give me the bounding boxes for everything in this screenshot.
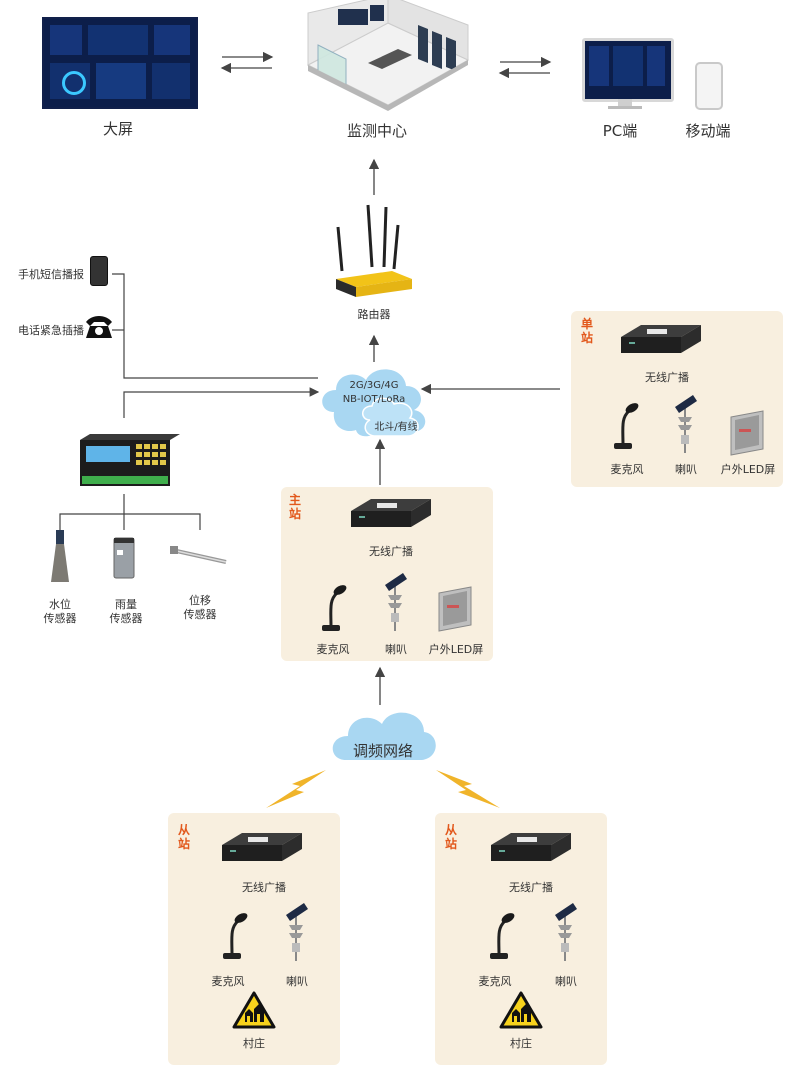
main-mic-label: 麦克风 xyxy=(316,643,350,656)
rtu-device-image xyxy=(80,434,180,486)
router-image xyxy=(336,204,412,297)
main-speaker-label: 喇叭 xyxy=(385,643,407,656)
main-station-tag-1: 主 xyxy=(289,493,302,507)
router-label: 路由器 xyxy=(357,308,391,321)
slave-right-speaker-image xyxy=(554,902,578,962)
monitor-center-image xyxy=(306,0,470,111)
slave-right-tag-1: 从 xyxy=(445,823,458,837)
slave-right-broadcast-label: 无线广播 xyxy=(509,881,553,894)
single-station-panel: 单 站 无线广播 麦克风 喇叭 户外LED屏 xyxy=(571,311,783,487)
slave-station-left-panel: 从 站 无线广播 麦克风 喇叭 村庄 xyxy=(168,813,340,1065)
slave-left-village-label: 村庄 xyxy=(243,1037,265,1050)
monitor-center-label: 监测中心 xyxy=(346,122,407,140)
lightning-right-icon xyxy=(436,770,500,808)
network-cloud xyxy=(322,369,426,437)
slave-right-village-sign xyxy=(499,991,543,1029)
rain-sensor-label-2: 传感器 xyxy=(109,612,143,625)
big-screen-image xyxy=(42,17,198,109)
pc-base xyxy=(608,106,642,109)
main-broadcast-label: 无线广播 xyxy=(369,545,413,558)
slave-right-village-label: 村庄 xyxy=(510,1037,532,1050)
single-station-tag-2: 站 xyxy=(581,331,594,345)
single-speaker-label: 喇叭 xyxy=(675,463,697,476)
pc-stand xyxy=(618,99,632,106)
water-sensor-label-1: 水位 xyxy=(49,598,71,611)
main-station-panel: 主 站 无线广播 麦克风 喇叭 户外LED屏 xyxy=(281,487,493,661)
main-station-tag-2: 站 xyxy=(289,507,302,521)
smartphone-icon xyxy=(90,256,108,286)
cloud-sub-label: 北斗/有线 xyxy=(374,422,418,433)
slave-left-speaker-image xyxy=(285,902,309,962)
fm-network-label: 调频网络 xyxy=(352,742,413,760)
slave-left-broadcast-label: 无线广播 xyxy=(242,881,286,894)
fm-network-cloud xyxy=(332,712,436,760)
slave-left-tag-1: 从 xyxy=(178,823,191,837)
rain-sensor-label-1: 雨量 xyxy=(115,598,137,611)
slave-station-right-panel: 从 站 无线广播 麦克风 喇叭 村庄 xyxy=(435,813,607,1065)
slave-left-broadcast-device xyxy=(222,833,302,861)
slave-left-village-sign xyxy=(232,991,276,1029)
water-sensor-label-2: 传感器 xyxy=(43,612,77,625)
pc-label: PC端 xyxy=(602,122,638,140)
cloud-line-2: NB-IOT/LoRa xyxy=(342,394,406,405)
slave-right-tag-2: 站 xyxy=(445,837,458,851)
main-led-label: 户外LED屏 xyxy=(428,643,484,656)
single-station-tag-1: 单 xyxy=(581,317,594,331)
cloud-line-1: 2G/3G/4G xyxy=(349,380,399,391)
disp-sensor-label-1: 位移 xyxy=(189,594,211,607)
slave-right-speaker-label: 喇叭 xyxy=(555,975,577,988)
big-screen-label: 大屏 xyxy=(102,120,133,138)
disp-sensor-label-2: 传感器 xyxy=(183,608,217,621)
slave-right-mic-image xyxy=(488,909,518,961)
telephone-icon xyxy=(86,316,112,338)
displacement-sensor-image xyxy=(170,546,227,564)
sms-broadcast-label: 手机短信播报 xyxy=(18,268,84,281)
slave-left-mic-label: 麦克风 xyxy=(211,975,245,988)
phone-emergency-label: 电话紧急插播 xyxy=(18,324,84,337)
mobile-phone-image xyxy=(695,62,723,110)
slave-left-speaker-label: 喇叭 xyxy=(286,975,308,988)
slave-left-tag-2: 站 xyxy=(178,837,191,851)
single-broadcast-label: 无线广播 xyxy=(645,371,689,384)
single-led-label: 户外LED屏 xyxy=(720,463,776,476)
mobile-label: 移动端 xyxy=(685,122,731,140)
lightning-left-icon xyxy=(266,770,326,808)
slave-right-mic-label: 麦克风 xyxy=(478,975,512,988)
slave-right-broadcast-device xyxy=(491,833,571,861)
slave-left-mic-image xyxy=(221,909,251,961)
single-mic-label: 麦克风 xyxy=(610,463,644,476)
